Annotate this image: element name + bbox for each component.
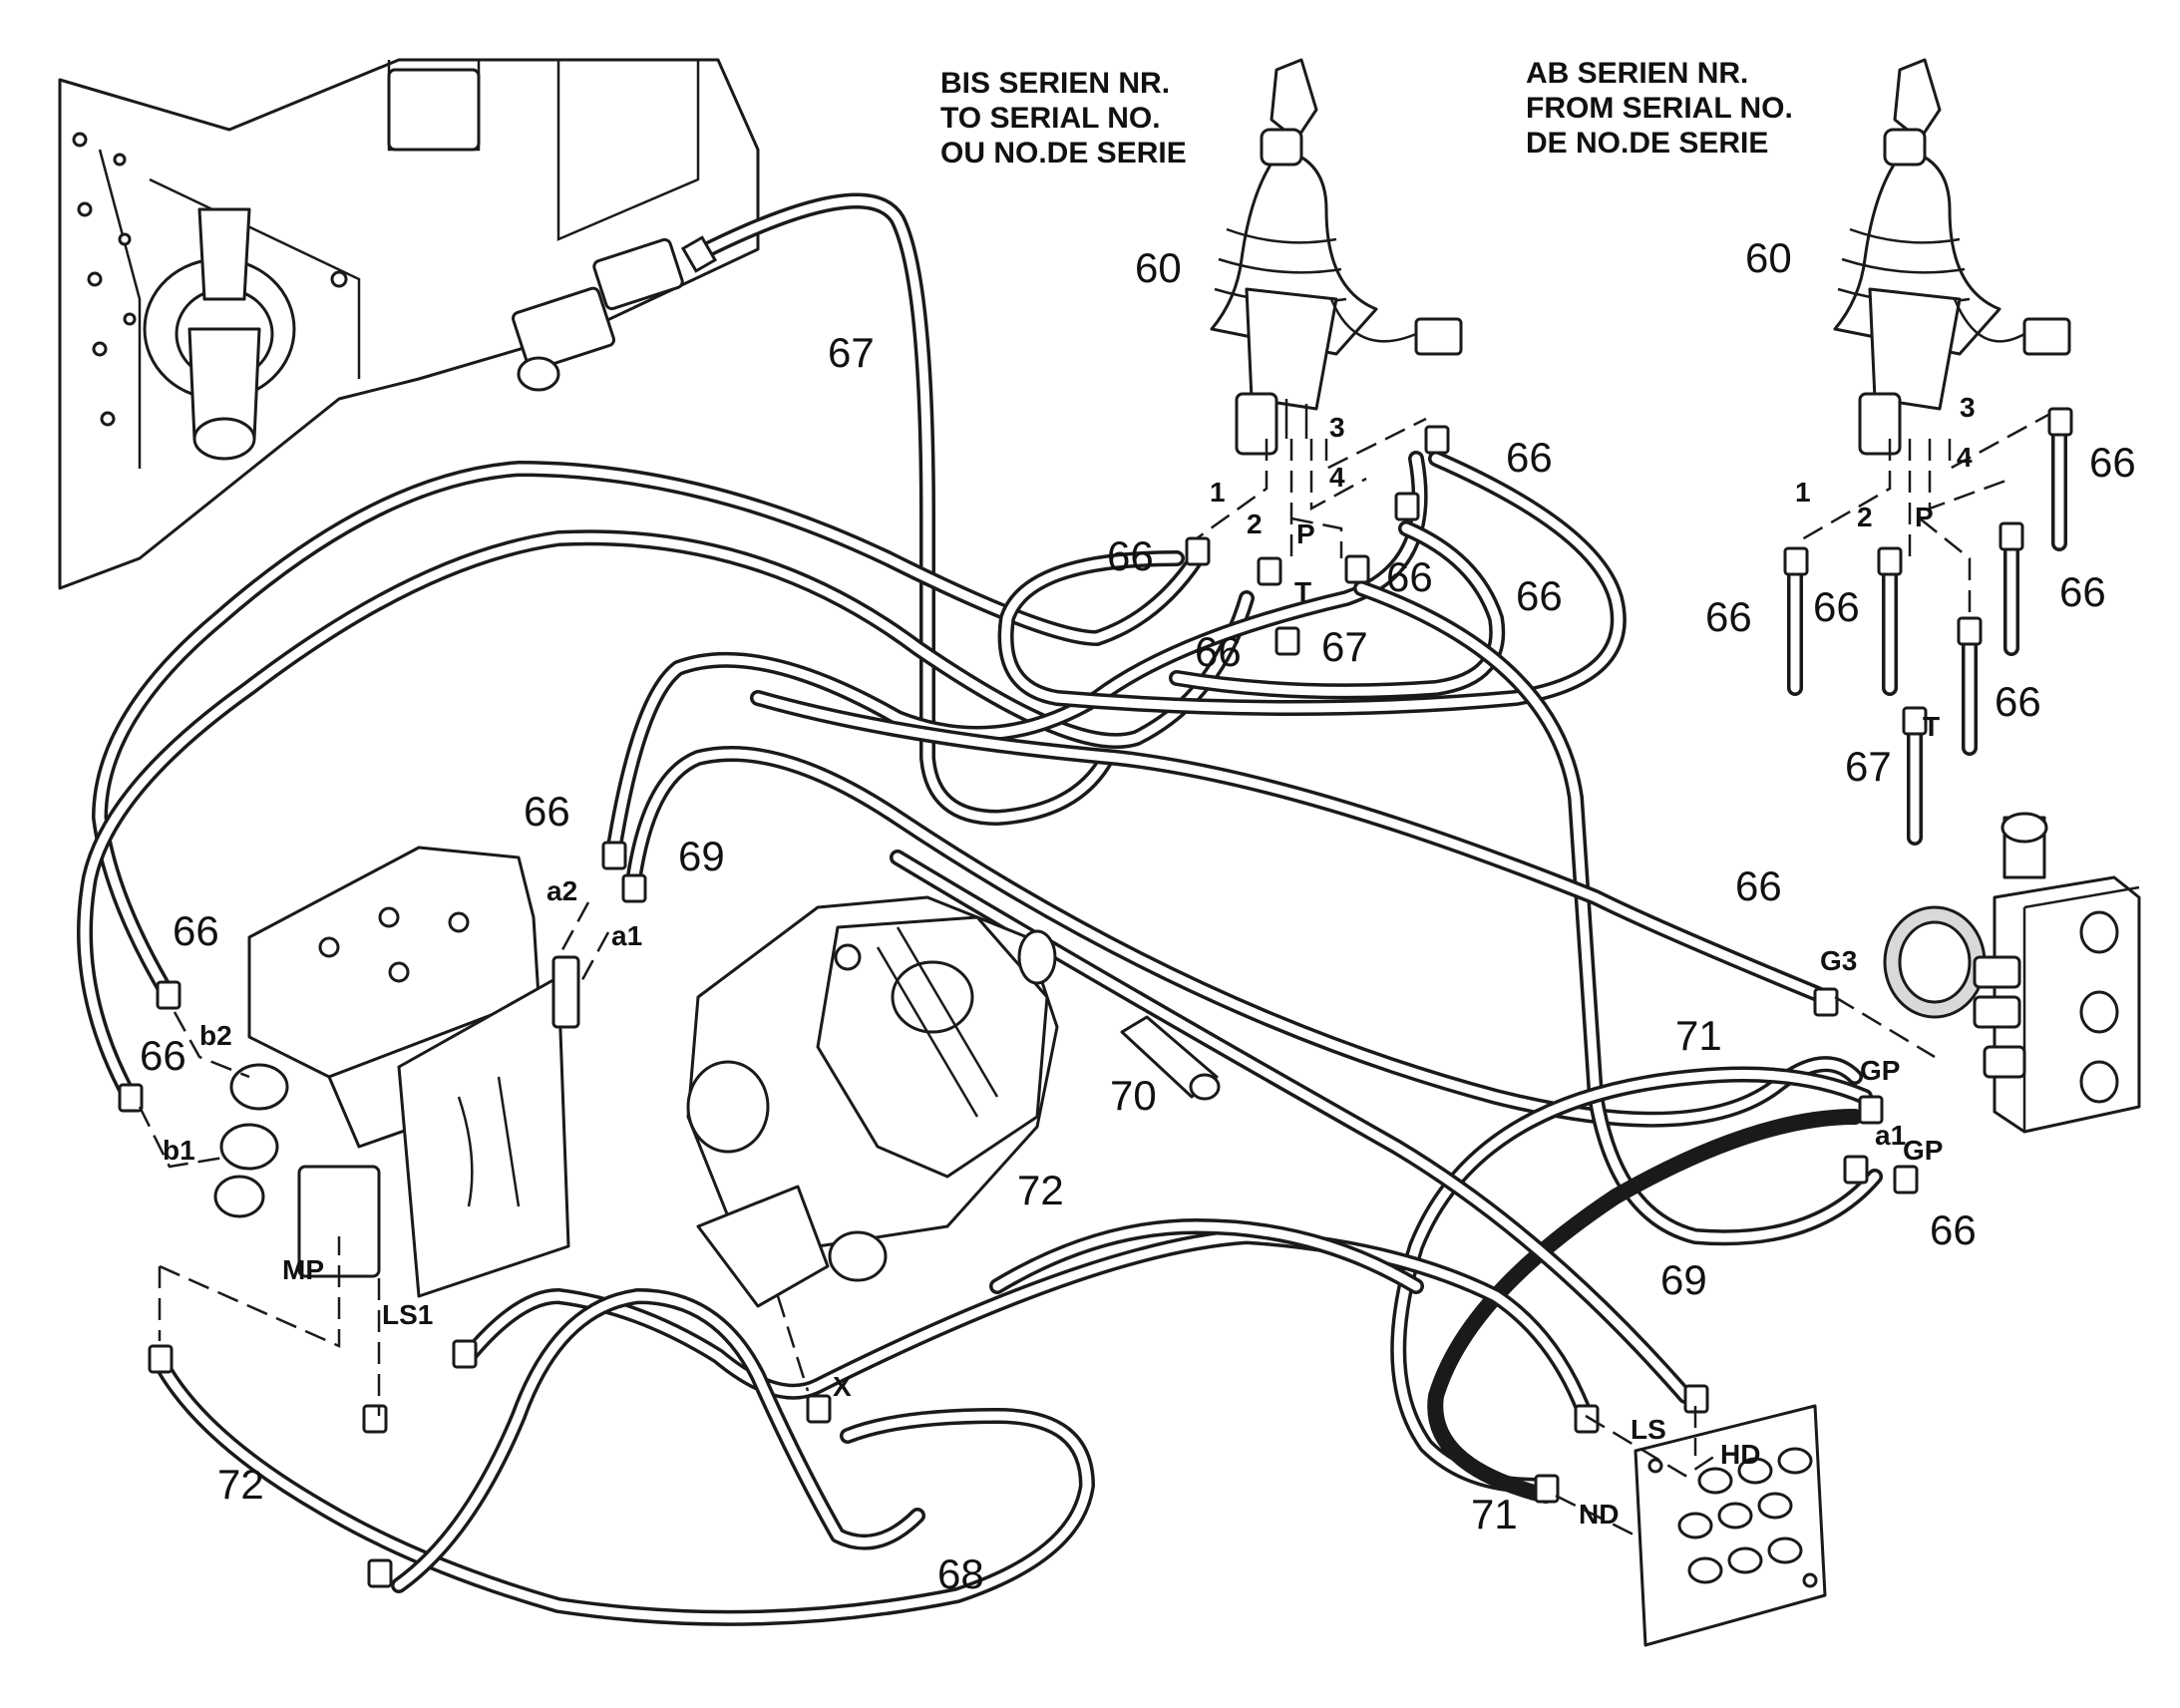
header-left-line-3: OU NO.DE SERIE (940, 137, 1187, 170)
port-labels: 1 2 3 4 P T 1 2 3 4 P T a2 a1 b2 b1 MP L… (163, 392, 1976, 1530)
port-b1: b1 (163, 1135, 195, 1166)
hoses (77, 192, 2067, 1626)
callout-66: 66 (2089, 439, 2136, 486)
callout-72: 72 (1017, 1167, 1064, 1213)
port-t: T (1294, 576, 1311, 607)
port-nd: ND (1579, 1499, 1619, 1530)
port-1: 1 (1210, 477, 1226, 508)
port-t: T (1923, 711, 1940, 742)
header-left-line-2: TO SERIAL NO. (940, 102, 1161, 135)
joystick-new (1833, 58, 2071, 456)
port-g3: G3 (1820, 945, 1857, 976)
joystick-old (1210, 58, 1463, 456)
callout-66: 66 (2059, 568, 2106, 615)
callout-67: 67 (1845, 743, 1892, 790)
control-valve (213, 846, 580, 1298)
header-right-line-1: AB SERIEN NR. (1526, 57, 1748, 90)
port-a2: a2 (546, 875, 577, 906)
header-right-line-2: FROM SERIAL NO. (1526, 92, 1793, 125)
callout-60: 60 (1745, 234, 1792, 281)
port-3: 3 (1960, 392, 1976, 423)
port-hd: HD (1720, 1439, 1760, 1470)
callout-70: 70 (1110, 1072, 1157, 1119)
part-number-callouts: 60 60 67 66 66 66 66 66 67 66 66 66 66 6… (140, 234, 2136, 1597)
port-2: 2 (1857, 502, 1873, 532)
callout-68: 68 (937, 1550, 984, 1597)
fittings (118, 235, 2073, 1588)
port-3: 3 (1329, 412, 1345, 443)
callout-66: 66 (1930, 1206, 1977, 1253)
right-valve-block (1883, 812, 2141, 1134)
port-gp: GP (1860, 1055, 1900, 1086)
callout-67: 67 (1321, 623, 1368, 670)
callout-66: 66 (1995, 678, 2041, 725)
callout-66: 66 (1107, 532, 1154, 579)
callout-66: 66 (1195, 628, 1242, 675)
header-right-line-3: DE NO.DE SERIE (1526, 127, 1768, 160)
port-mp: MP (282, 1254, 324, 1285)
header-new-serial: AB SERIEN NR. FROM SERIAL NO. DE NO.DE S… (1526, 57, 1793, 160)
callout-72: 72 (217, 1461, 264, 1508)
callout-66: 66 (1386, 553, 1433, 600)
bolt-holes (72, 132, 348, 427)
callout-69: 69 (678, 833, 725, 879)
callout-71: 71 (1471, 1491, 1518, 1537)
callout-66: 66 (173, 907, 219, 954)
callout-67: 67 (828, 329, 875, 376)
port-4: 4 (1329, 462, 1345, 493)
port-2: 2 (1247, 509, 1263, 539)
port-a1: a1 (1875, 1120, 1906, 1151)
callout-69: 69 (1660, 1256, 1707, 1303)
port-ls: LS (1631, 1414, 1666, 1445)
port-p: P (1915, 502, 1934, 532)
port-p: P (1296, 518, 1315, 549)
callout-66: 66 (1516, 572, 1563, 619)
callout-66: 66 (140, 1032, 186, 1079)
chassis-frame (58, 58, 760, 590)
callout-66: 66 (524, 788, 570, 835)
port-a1: a1 (611, 920, 642, 951)
port-x: X (833, 1371, 852, 1402)
port-1: 1 (1795, 477, 1811, 508)
header-left-line-1: BIS SERIEN NR. (940, 67, 1170, 100)
drive-flange (143, 207, 296, 461)
callout-66: 66 (1735, 862, 1782, 909)
sleeve-70 (1120, 1015, 1221, 1101)
callout-66: 66 (1813, 583, 1860, 630)
port-ls1: LS1 (382, 1299, 433, 1330)
header-old-serial: BIS SERIEN NR. TO SERIAL NO. OU NO.DE SE… (940, 67, 1187, 170)
callout-66: 66 (1705, 593, 1752, 640)
port-leaders (138, 901, 1936, 1537)
port-gp: GP (1903, 1135, 1943, 1166)
callout-60: 60 (1135, 244, 1182, 291)
valve-block-top (511, 237, 684, 392)
joystick-port-leaders (1196, 407, 2060, 618)
port-b2: b2 (199, 1020, 232, 1051)
callout-71: 71 (1675, 1012, 1722, 1059)
port-4: 4 (1957, 442, 1973, 473)
callout-66: 66 (1506, 434, 1553, 481)
hydraulic-pump (686, 895, 1059, 1308)
coupler-plate (1634, 1404, 1827, 1647)
